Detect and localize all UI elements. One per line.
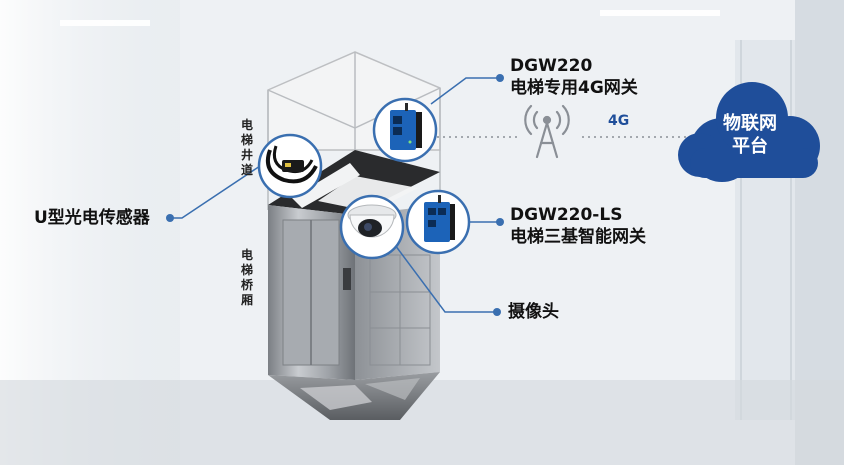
gateway-4g-description: 电梯专用4G网关 bbox=[510, 78, 638, 98]
shaft-label: 电梯井道 bbox=[240, 118, 253, 177]
sensor-label: U型光电传感器 bbox=[34, 208, 150, 228]
gateway-ls-model: DGW220-LS bbox=[510, 205, 623, 225]
car-ceiling bbox=[268, 150, 440, 215]
cloud-platform-label: 物联网 平台 bbox=[700, 112, 800, 158]
gateway-4g-model: DGW220 bbox=[510, 56, 593, 76]
u-shaped-photoelectric-sensor-icon bbox=[257, 133, 323, 199]
elevator-car bbox=[268, 205, 440, 420]
industrial-gateway-ls-icon bbox=[405, 189, 471, 255]
dome-camera-icon bbox=[339, 194, 405, 260]
car-label: 电梯桥厢 bbox=[240, 248, 253, 307]
cloud-icon bbox=[678, 82, 820, 182]
callout-dots bbox=[166, 74, 504, 316]
cloud-label-line2: 平台 bbox=[732, 136, 768, 157]
cloud-label-line1: 物联网 bbox=[723, 113, 777, 134]
industrial-gateway-icon bbox=[372, 97, 438, 163]
signal-type-label: 4G bbox=[608, 113, 630, 129]
camera-label: 摄像头 bbox=[508, 302, 559, 322]
antenna-tower-icon bbox=[524, 104, 570, 159]
gateway-ls-description: 电梯三基智能网关 bbox=[510, 227, 646, 247]
